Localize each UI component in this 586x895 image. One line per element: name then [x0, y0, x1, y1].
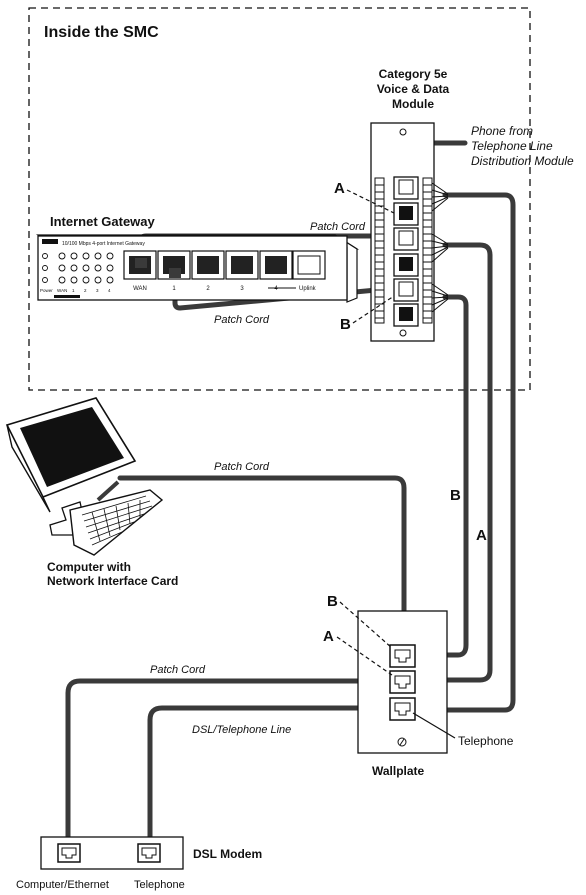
- gateway-led-label-wan: WAN: [57, 288, 67, 293]
- cable-wall-to-modem-ethernet: [65, 678, 398, 851]
- gateway-leds: [42, 252, 114, 284]
- wall-leader-telephone: [412, 712, 456, 739]
- patch-cord-label-2: Patch Cord: [214, 314, 270, 326]
- module-label-line3: Module: [392, 97, 434, 111]
- gateway-ports: [123, 250, 326, 280]
- module-punchdown-ticks: [375, 184, 432, 319]
- module-label-line2: Voice & Data: [377, 82, 450, 96]
- gateway-led-label-4: 4: [108, 288, 111, 293]
- gateway-led-label-2: 2: [84, 288, 87, 293]
- dsl-modem: DSL Modem Computer/Ethernet Telephone: [16, 836, 262, 891]
- voice-data-module: Category 5e Voice & Data Module: [370, 67, 450, 342]
- patch-cord-label-3: Patch Cord: [214, 461, 270, 473]
- dsl-modem-port-label-phone: Telephone: [134, 879, 185, 891]
- computer-keyboard-keys: [81, 495, 153, 546]
- dsl-modem-label: DSL Modem: [193, 847, 262, 861]
- internet-gateway: Internet Gateway 10/100 Mbps 4-port Inte…: [35, 214, 360, 303]
- cable-wall-to-modem-phone: [147, 705, 398, 851]
- computer-monitor-screen: [20, 407, 124, 487]
- module-label-line1: Category 5e: [379, 67, 448, 81]
- gateway-port-label-4: 4: [274, 286, 278, 292]
- module-punchdown-right: [422, 177, 433, 324]
- computer: Computer with Network Interface Card: [5, 397, 178, 588]
- module-letter-b: B: [340, 316, 351, 333]
- gateway-led-label-power: Power: [40, 288, 53, 293]
- dsl-modem-port-label-ethernet: Computer/Ethernet: [16, 879, 109, 891]
- smc-title: Inside the SMC: [44, 24, 159, 41]
- wallplate-label: Wallplate: [372, 764, 425, 778]
- module-leader-a: [346, 189, 395, 214]
- smc-enclosure: [28, 7, 531, 391]
- module-wire-fans: [431, 182, 449, 313]
- cable-computer-to-wall: [117, 475, 407, 651]
- wall-letter-b: B: [327, 593, 338, 610]
- computer-cable-stub: [96, 480, 120, 502]
- wallplate-jack-inner: [394, 649, 411, 716]
- gateway-bottom-bar: [54, 295, 80, 298]
- phone-feed-label-line1: Phone from: [471, 124, 533, 138]
- computer-keyboard: [69, 489, 164, 556]
- gateway-port-label-3: 3: [240, 286, 244, 292]
- wall-letter-a: A: [323, 628, 334, 645]
- gateway-model-text: 10/100 Mbps 4-port Internet Gateway: [62, 241, 145, 247]
- gateway-port-label-1: 1: [172, 286, 176, 292]
- gateway-led-label-1: 1: [72, 288, 75, 293]
- module-jack-openings: [399, 206, 413, 321]
- module-letter-a: A: [334, 180, 345, 197]
- dsl-line-label: DSL/Telephone Line: [192, 724, 291, 736]
- phone-feed-label-line2: Telephone Line: [471, 139, 553, 153]
- wall-leader-b: [339, 601, 393, 649]
- gateway-plugs: [135, 258, 181, 278]
- cable-module-to-wall-inner: [415, 294, 469, 658]
- patch-cord-label-1: Patch Cord: [310, 221, 366, 233]
- cable-module-to-wall-b: [415, 192, 516, 713]
- module-screw-top: [399, 128, 407, 136]
- cable-port1-to-module: [172, 275, 401, 311]
- module-screw-bottom: [399, 329, 407, 337]
- cable-module-to-wall-a: [415, 242, 493, 683]
- run-letter-a: A: [476, 527, 487, 544]
- gateway-port-label-2: 2: [206, 286, 210, 292]
- run-letter-b: B: [450, 487, 461, 504]
- module-leader-b: [352, 295, 395, 324]
- gateway-port-label-wan: WAN: [133, 286, 147, 292]
- wall-telephone-label: Telephone: [458, 734, 514, 748]
- gateway-led-label-3: 3: [96, 288, 99, 293]
- computer-label-line1: Computer with: [47, 560, 131, 574]
- computer-label-line2: Network Interface Card: [47, 574, 178, 588]
- phone-feed-label-line3: Distribution Module: [471, 154, 574, 168]
- gateway-logo-block: [42, 239, 58, 244]
- wallplate: Wallplate: [357, 610, 448, 778]
- computer-monitor-back: [6, 424, 51, 513]
- gateway-label: Internet Gateway: [50, 214, 156, 229]
- patch-cord-label-4: Patch Cord: [150, 664, 206, 676]
- gateway-port-label-uplink: Uplink: [299, 286, 317, 292]
- module-punchdown-left: [374, 177, 385, 324]
- module-plugged-jacks: [398, 179, 414, 297]
